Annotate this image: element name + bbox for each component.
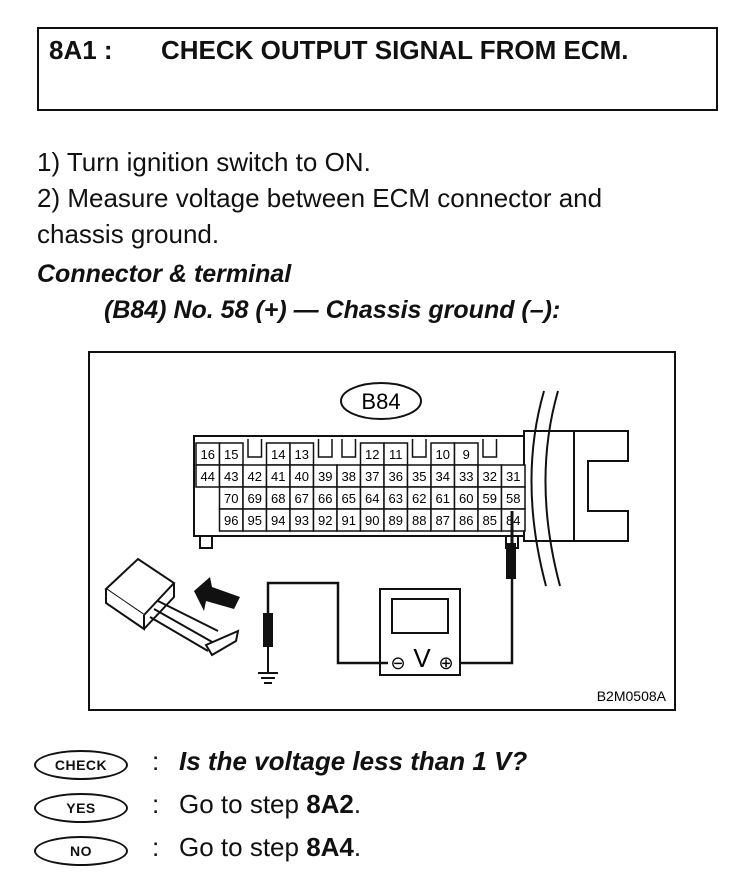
harness-plug-icon — [104, 557, 240, 657]
negative-probe — [258, 581, 388, 684]
break-line — [544, 390, 561, 587]
connector-notch — [482, 439, 498, 458]
terminal-number: 40 — [295, 469, 309, 484]
terminal-number: 92 — [318, 513, 332, 528]
terminal-number: 62 — [412, 491, 426, 506]
terminal-number: 33 — [459, 469, 473, 484]
terminal-number: 69 — [248, 491, 262, 506]
terminal-number: 31 — [506, 469, 520, 484]
connector-label: B84 — [361, 389, 400, 414]
ecm-connector: 16 15 14 13 12 11 10 9 44 43 42 41 40 39 38 37 36 35 34 33 3… — [193, 430, 629, 549]
terminal-number: 91 — [342, 513, 356, 528]
no-suffix: . — [353, 832, 362, 862]
terminal-number: 61 — [436, 491, 450, 506]
instruction-line: 1) Turn ignition switch to ON. — [37, 147, 371, 177]
voltmeter: V ⊖ ⊕ — [379, 588, 461, 676]
terminal-number: 88 — [412, 513, 426, 528]
step-header-box: 8A1 : CHECK OUTPUT SIGNAL FROM ECM. — [37, 27, 718, 111]
terminal-number: 36 — [389, 469, 403, 484]
connector-notch — [411, 439, 427, 458]
terminal-number: 15 — [224, 447, 238, 462]
no-step-link: 8A4 — [306, 832, 354, 862]
check-question: Is the voltage less than 1 V? — [179, 746, 528, 776]
positive-probe — [454, 511, 516, 665]
terminal-number: 67 — [295, 491, 309, 506]
yes-answer: Go to step 8A2. — [179, 789, 361, 820]
terminal-grid: 16 15 14 13 12 11 10 9 44 43 42 41 40 39 38 37 36 35 34 33 3… — [195, 439, 526, 532]
terminal-number: 90 — [365, 513, 379, 528]
terminal-number: 94 — [271, 513, 285, 528]
terminal-number: 42 — [248, 469, 262, 484]
yes-prefix: Go to step — [179, 789, 307, 819]
terminal-number: 39 — [318, 469, 332, 484]
terminal-number: 13 — [295, 447, 309, 462]
figure-code: B2M0508A — [597, 688, 667, 704]
instruction-line: chassis ground. — [37, 219, 220, 249]
connector-heading: Connector & terminal — [37, 260, 292, 288]
terminal-number: 85 — [483, 513, 497, 528]
connector-notch — [317, 439, 333, 458]
connector-label-oval — [340, 382, 422, 420]
instruction-line: 2) Measure voltage between ECM connector… — [37, 183, 603, 213]
terminal-number: 70 — [224, 491, 238, 506]
terminal-number: 58 — [506, 491, 520, 506]
terminal-number: 86 — [459, 513, 473, 528]
check-badge: CHECK — [34, 750, 128, 780]
terminal-number: 60 — [459, 491, 473, 506]
wiring-diagram: B84 16 15 14 13 12 11 10 9 44 43 42 41 40 39 38 37 36 35 3… — [88, 351, 676, 711]
check-colon: : — [152, 746, 160, 776]
terminal-number: 16 — [201, 447, 215, 462]
step-title: CHECK OUTPUT SIGNAL FROM ECM. — [161, 35, 629, 65]
terminal-number: 37 — [365, 469, 379, 484]
terminal-number: 87 — [436, 513, 450, 528]
terminal-number: 11 — [389, 447, 403, 462]
terminal-number: 64 — [365, 491, 379, 506]
yes-suffix: . — [353, 789, 362, 819]
terminal-number: 10 — [436, 447, 450, 462]
yes-step-link: 8A2 — [306, 789, 354, 819]
terminal-number: 89 — [389, 513, 403, 528]
terminal-number: 63 — [389, 491, 403, 506]
terminal-number: 35 — [412, 469, 426, 484]
terminal-number: 44 — [201, 469, 215, 484]
terminal-number: 93 — [295, 513, 309, 528]
meter-minus-terminal: ⊖ — [390, 653, 405, 673]
connector-notch — [247, 439, 263, 458]
connector-notch — [341, 439, 357, 458]
terminal-number: 68 — [271, 491, 285, 506]
break-line — [530, 390, 547, 587]
terminal-number: 96 — [224, 513, 238, 528]
no-badge: NO — [34, 836, 128, 866]
connector-spec: (B84) No. 58 (+) — Chassis ground (–): — [104, 296, 561, 324]
instructions: 1) Turn ignition switch to ON. 2) Measur… — [37, 144, 737, 252]
terminal-number: 41 — [271, 469, 285, 484]
terminal-number: 65 — [342, 491, 356, 506]
insert-arrow-icon — [194, 577, 240, 611]
no-colon: : — [152, 832, 160, 862]
terminal-number: 95 — [248, 513, 262, 528]
step-number: 8A1 : — [49, 35, 113, 65]
terminal-number: 43 — [224, 469, 238, 484]
terminal-number: 9 — [463, 447, 470, 462]
yes-badge: YES — [34, 793, 128, 823]
meter-v-label: V — [413, 643, 431, 673]
no-prefix: Go to step — [179, 832, 307, 862]
terminal-number: 14 — [271, 447, 285, 462]
terminal-number: 59 — [483, 491, 497, 506]
terminal-number: 12 — [365, 447, 379, 462]
terminal-number: 38 — [342, 469, 356, 484]
yes-colon: : — [152, 789, 160, 819]
meter-plus-terminal: ⊕ — [438, 653, 453, 673]
terminal-number: 32 — [483, 469, 497, 484]
no-answer: Go to step 8A4. — [179, 832, 361, 863]
terminal-number: 34 — [436, 469, 450, 484]
terminal-number: 66 — [318, 491, 332, 506]
